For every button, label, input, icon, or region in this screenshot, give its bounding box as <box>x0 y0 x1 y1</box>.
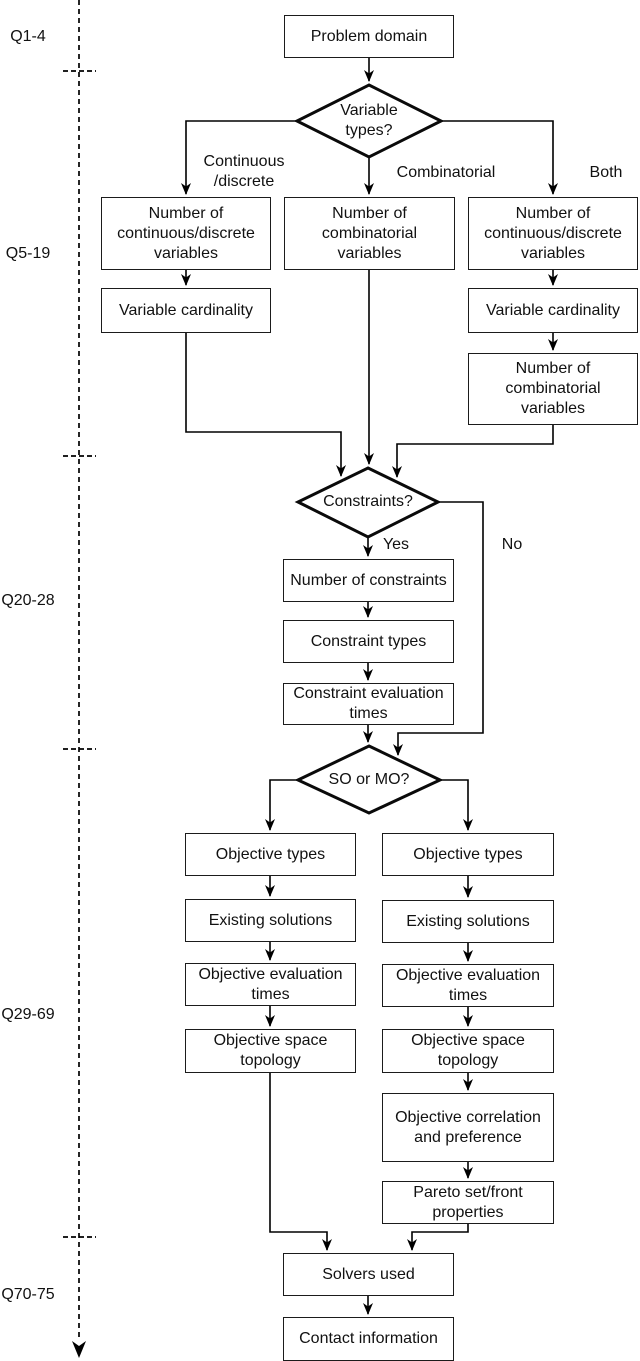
section-label-q70-75: Q70-75 <box>1 1286 55 1303</box>
decision-variable-types-shape <box>293 83 445 159</box>
edge-right-to-constraints <box>392 425 554 478</box>
edge-left-to-constraints <box>185 333 346 477</box>
node-existing-solutions-so: Existing solutions <box>185 899 356 942</box>
node-objective-types-mo: Objective types <box>382 833 554 876</box>
decision-constraints-shape <box>294 466 442 539</box>
edge-vt-left <box>181 120 297 195</box>
question-range-axis <box>63 0 96 1358</box>
node-objective-evaluation-times-mo: Objective evaluation times <box>382 964 554 1007</box>
decision-so-or-mo-label: SO or MO? <box>328 771 410 788</box>
edge-so-solvers <box>269 1073 332 1251</box>
node-pareto-set-front-properties: Pareto set/front properties <box>382 1181 554 1224</box>
edge-somo-left <box>265 779 298 831</box>
node-constraint-evaluation-times: Constraint evaluation times <box>283 683 454 725</box>
section-label-q1-4: Q1-4 <box>10 28 46 45</box>
section-label-q29-69: Q29-69 <box>1 1006 55 1023</box>
section-label-q20-28: Q20-28 <box>1 592 55 609</box>
node-variable-cardinality-right: Variable cardinality <box>468 288 638 333</box>
edge-mo-solvers <box>407 1224 469 1251</box>
decision-so-or-mo-shape <box>294 744 444 815</box>
node-variable-cardinality-left: Variable cardinality <box>101 288 271 333</box>
edge-label-continuous-discrete: Continuous /discrete <box>203 153 285 190</box>
node-objective-correlation-preference: Objective correlation and preference <box>382 1093 554 1162</box>
edge-label-both: Both <box>589 164 623 181</box>
node-num-continuous-discrete-variables-left: Number of continuous/discrete variables <box>101 197 271 270</box>
edge-label-yes: Yes <box>382 536 410 553</box>
node-num-combinatorial-variables-middle: Number of combinatorial variables <box>284 197 455 270</box>
node-objective-types-so: Objective types <box>185 833 356 876</box>
node-contact-information: Contact information <box>283 1317 454 1361</box>
node-objective-evaluation-times-so: Objective evaluation times <box>185 963 356 1006</box>
edge-label-no: No <box>501 536 523 553</box>
node-solvers-used: Solvers used <box>283 1253 454 1296</box>
node-num-continuous-discrete-variables-right: Number of continuous/discrete variables <box>468 197 638 270</box>
node-objective-space-topology-mo: Objective space topology <box>382 1029 554 1073</box>
node-number-of-constraints: Number of constraints <box>283 559 454 602</box>
axis-arrowhead-icon <box>72 1341 86 1358</box>
decision-constraints-label: Constraints? <box>323 493 413 510</box>
node-num-combinatorial-variables-right: Number of combinatorial variables <box>468 353 638 425</box>
node-problem-domain: Problem domain <box>284 15 454 58</box>
decision-variable-types-label: Variable types? <box>340 102 398 139</box>
node-existing-solutions-mo: Existing solutions <box>382 900 554 943</box>
edge-label-combinatorial: Combinatorial <box>396 164 496 181</box>
edge-somo-right <box>440 779 473 831</box>
node-objective-space-topology-so: Objective space topology <box>185 1029 356 1073</box>
section-label-q5-19: Q5-19 <box>5 245 51 262</box>
node-constraint-types: Constraint types <box>283 620 454 663</box>
edge-vt-right <box>441 120 558 195</box>
edge-constraints-no <box>393 501 484 756</box>
